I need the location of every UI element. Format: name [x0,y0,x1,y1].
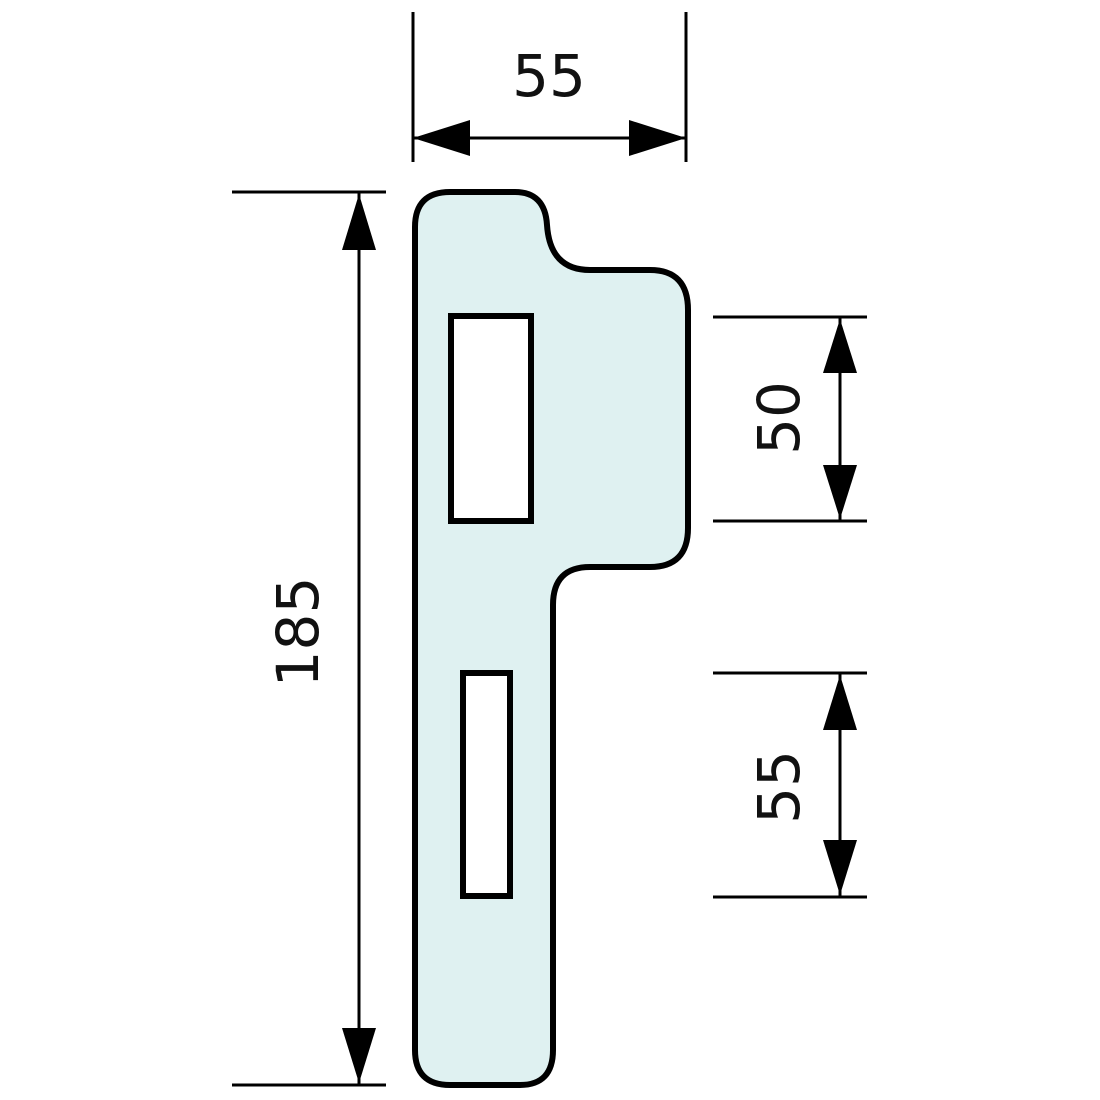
top-width-label: 55 [512,42,586,110]
arrowhead-up-icon [823,675,857,730]
upper-rectangular-cutout [448,313,534,524]
upper-cutout-label: 50 [745,381,813,455]
arrowhead-down-icon [823,465,857,519]
total-height-label: 185 [264,577,332,688]
arrowhead-down-icon [823,840,857,895]
upper-cutout-dimension: 50 [713,315,867,523]
lower-cutout-dimension: 55 [713,671,867,899]
arrowhead-right-icon [629,120,686,156]
arrowhead-left-icon [413,120,470,156]
arrowhead-up-icon [342,194,376,250]
total-height-dimension: 185 [232,190,386,1087]
top-width-dimension: 55 [411,12,688,162]
lower-cutout-label: 55 [745,750,813,824]
lower-rectangular-cutout [460,670,513,899]
arrowhead-down-icon [342,1028,376,1083]
arrowhead-up-icon [823,319,857,373]
